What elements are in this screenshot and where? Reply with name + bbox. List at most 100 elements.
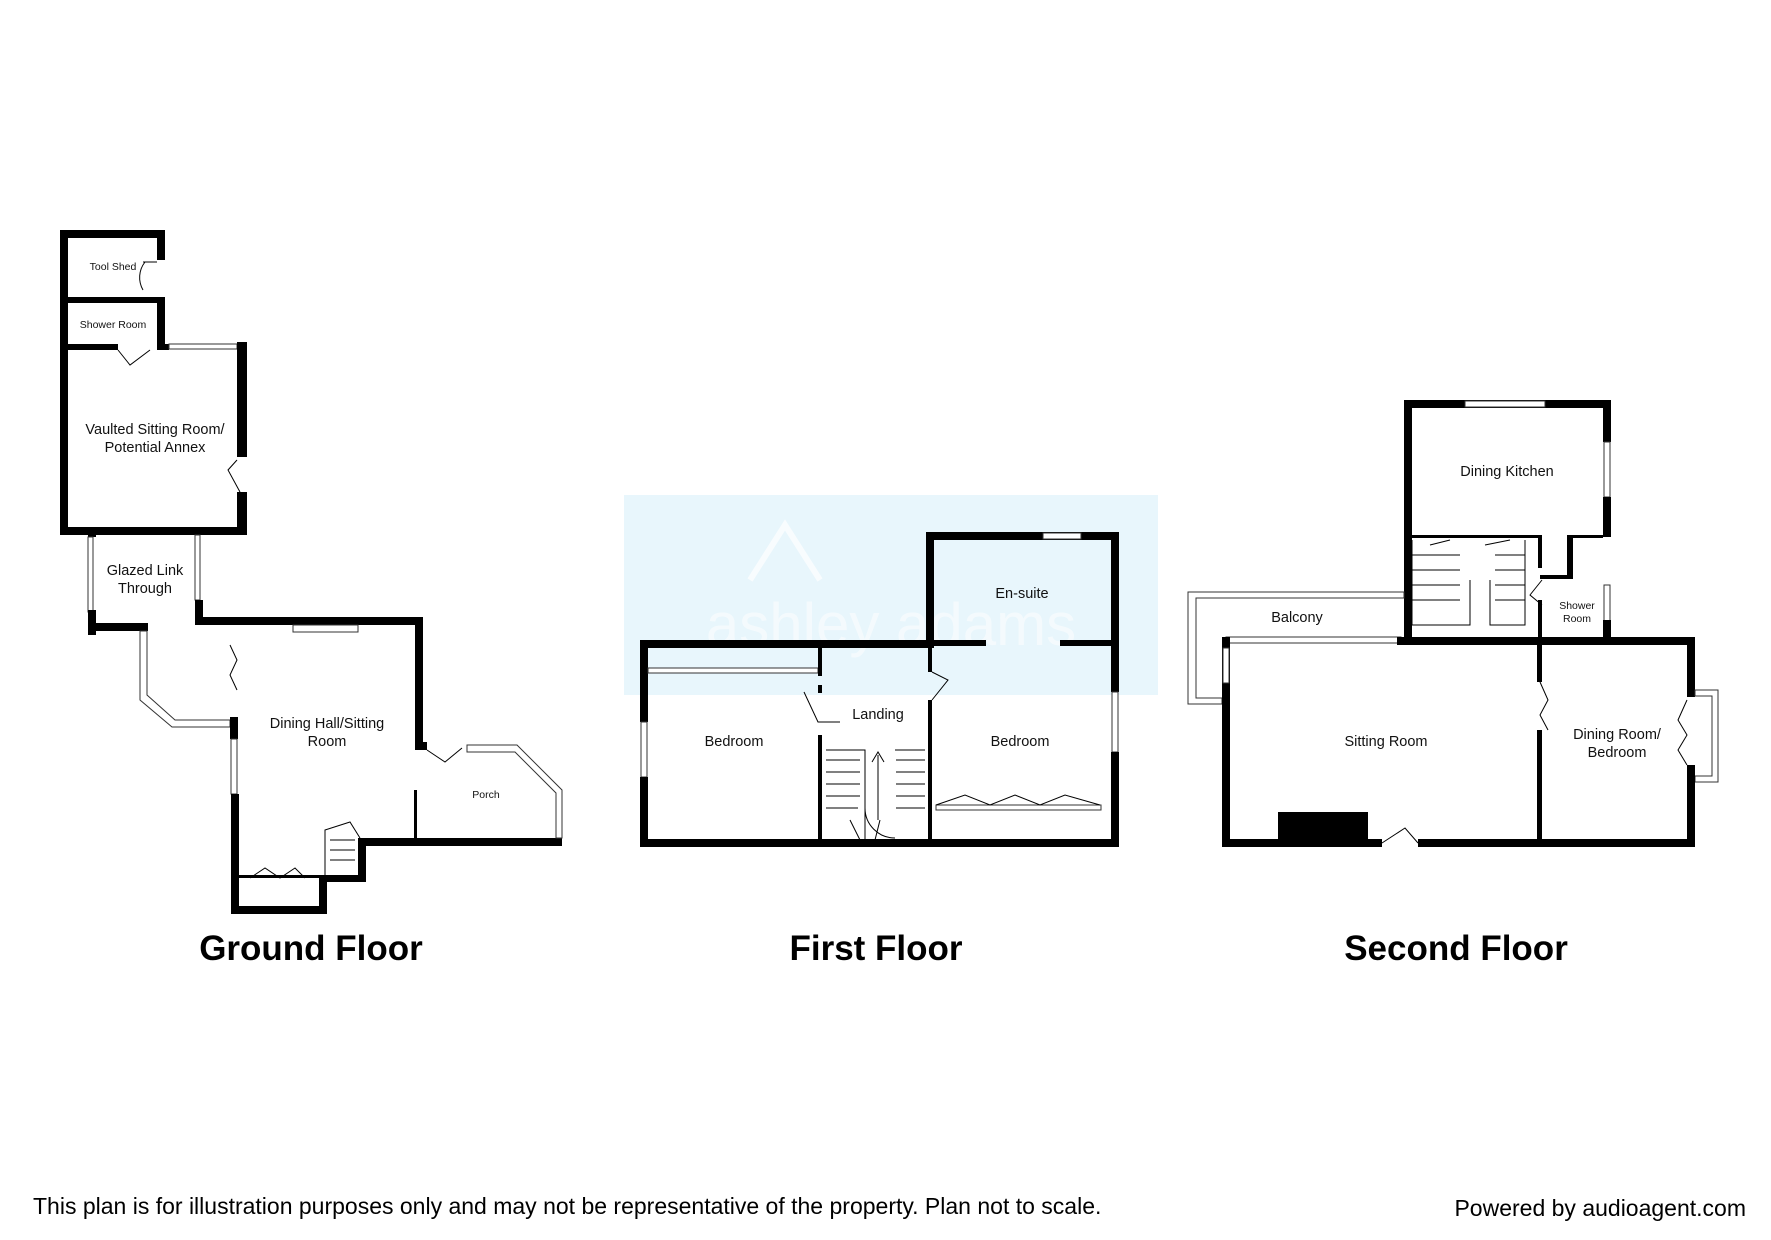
wall — [415, 742, 427, 750]
wall — [1111, 752, 1119, 847]
door-swing — [803, 691, 840, 723]
wall — [1404, 400, 1412, 645]
door-swing — [1529, 579, 1543, 606]
window — [1603, 441, 1611, 498]
fireplace — [292, 624, 359, 633]
door-swing — [931, 671, 949, 701]
door-swing — [249, 867, 306, 879]
window — [1042, 532, 1082, 540]
window — [230, 738, 238, 795]
room-label-dining-kitchen: Dining Kitchen — [1460, 464, 1554, 480]
wall — [157, 297, 165, 347]
wall — [195, 600, 203, 625]
door-swing — [1677, 699, 1688, 766]
wall — [1540, 575, 1573, 579]
wall — [415, 617, 423, 747]
wall — [237, 342, 247, 457]
room-label-balcony: Balcony — [1271, 610, 1323, 626]
wall — [1538, 538, 1542, 568]
wall — [928, 700, 932, 847]
floor-title-second: Second Floor — [1344, 929, 1568, 968]
wall — [1418, 839, 1695, 847]
wall — [1537, 730, 1542, 847]
room-label-porch: Porch — [472, 789, 500, 801]
wall — [1412, 535, 1542, 538]
stairs-arrow — [871, 751, 885, 820]
watermark-panel — [624, 495, 1158, 695]
wall — [926, 640, 986, 646]
window — [139, 630, 231, 728]
fireplace — [1278, 812, 1368, 847]
window — [466, 744, 563, 839]
door-swing — [426, 747, 463, 763]
wall — [231, 906, 327, 914]
room-label-shower: Shower — [1559, 600, 1595, 612]
stairs — [826, 749, 925, 841]
wall — [319, 875, 366, 882]
wardrobe — [647, 667, 819, 674]
wall — [230, 717, 238, 739]
room-label-shower-room: Shower Room — [80, 319, 147, 331]
floor-title-first: First Floor — [789, 929, 962, 968]
watermark-roof-icon — [747, 519, 823, 582]
wall — [60, 344, 118, 350]
door-swing — [229, 644, 238, 691]
balcony-rail — [1187, 591, 1405, 705]
room-label-glazed-link: Glazed Link — [107, 563, 184, 579]
wall — [926, 532, 934, 647]
window — [640, 721, 648, 778]
window — [1464, 400, 1546, 408]
wall — [231, 794, 239, 914]
wall — [88, 610, 96, 635]
window — [87, 536, 94, 613]
stairs — [324, 821, 361, 875]
window — [1603, 584, 1611, 626]
room-label-sitting-room: Sitting Room — [1344, 734, 1427, 750]
room-label-vaulted-sitting-room: Vaulted Sitting Room/ — [85, 422, 225, 438]
room-label-ensuite: En-suite — [995, 586, 1048, 602]
wall — [1537, 637, 1542, 682]
stairs — [1411, 539, 1526, 626]
wall — [818, 685, 822, 693]
wall — [1567, 535, 1573, 578]
door-swing — [227, 459, 241, 493]
door-swing — [1539, 681, 1549, 731]
wall — [1397, 637, 1612, 645]
wall — [60, 527, 247, 535]
wall — [88, 527, 96, 537]
powered-by-text: Powered by audioagent.com — [1454, 1195, 1746, 1221]
room-label-bedroom-left: Bedroom — [705, 734, 764, 750]
window — [1222, 647, 1230, 684]
wall — [157, 344, 169, 350]
wall — [1222, 637, 1230, 847]
wall — [1687, 637, 1695, 697]
wardrobe-doors — [935, 794, 1101, 806]
wall — [237, 492, 247, 535]
window — [1111, 691, 1119, 753]
wall — [818, 648, 822, 676]
wall — [1060, 640, 1115, 646]
wall — [640, 640, 648, 722]
wall — [1537, 637, 1695, 645]
wall — [818, 735, 822, 847]
watermark: ashley adams — [624, 495, 1158, 695]
room-label-dining-hall-room: Room — [308, 734, 347, 750]
wall — [157, 230, 165, 260]
room-label-dining-hall: Dining Hall/Sitting — [270, 716, 384, 732]
wall — [928, 648, 932, 672]
wall — [1603, 400, 1611, 442]
wall — [1687, 765, 1695, 847]
first-floor-plan — [640, 532, 1119, 847]
room-label-potential-annex: Potential Annex — [105, 440, 207, 456]
room-label-dining-room: Dining Room/ — [1573, 727, 1662, 743]
wall — [195, 617, 420, 625]
wall — [1538, 600, 1542, 645]
window — [1225, 636, 1402, 644]
room-label-glazed-link-through: Through — [118, 581, 172, 597]
window — [168, 343, 238, 350]
wall — [1603, 620, 1611, 645]
door-swing — [117, 349, 151, 366]
wall — [60, 297, 165, 303]
wall — [1111, 532, 1119, 692]
